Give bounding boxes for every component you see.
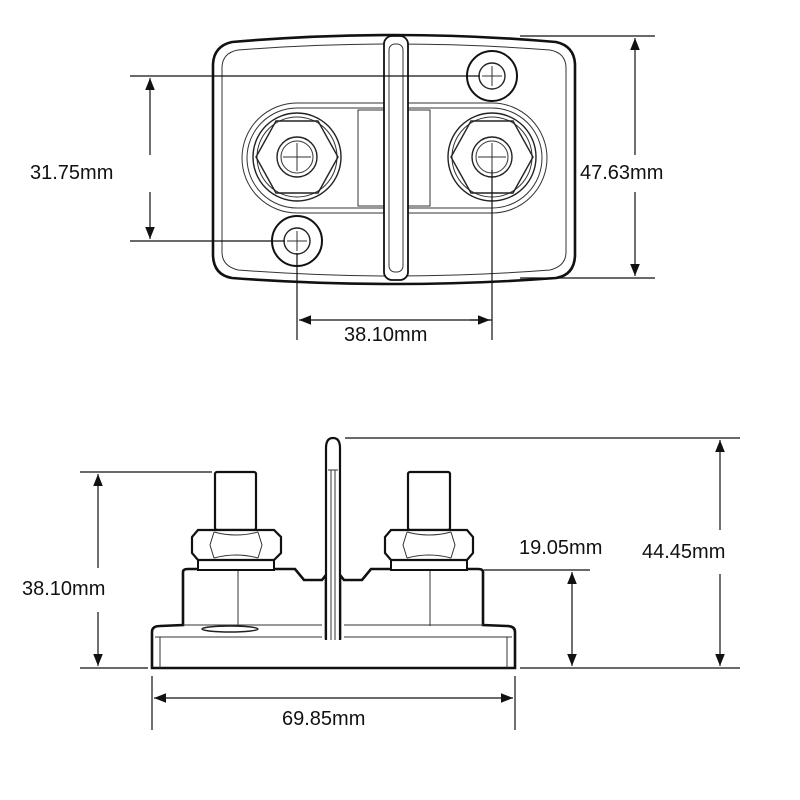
- label-69-85mm: 69.85mm: [282, 708, 366, 730]
- left-terminal: [252, 112, 342, 202]
- right-terminal: [447, 112, 537, 202]
- label-31-75mm: 31.75mm: [30, 162, 114, 184]
- label-47-63mm: 47.63mm: [580, 162, 664, 184]
- left-stud: [190, 470, 283, 571]
- center-divider: [383, 35, 409, 281]
- label-44-45mm: 44.45mm: [642, 541, 726, 563]
- right-stud: [383, 470, 475, 571]
- side-view: [80, 436, 740, 730]
- label-38-10mm-top: 38.10mm: [344, 324, 428, 346]
- center-fin: [324, 436, 342, 640]
- label-38-10mm-side: 38.10mm: [22, 578, 106, 600]
- label-19-05mm: 19.05mm: [519, 537, 603, 559]
- top-view: [130, 33, 655, 340]
